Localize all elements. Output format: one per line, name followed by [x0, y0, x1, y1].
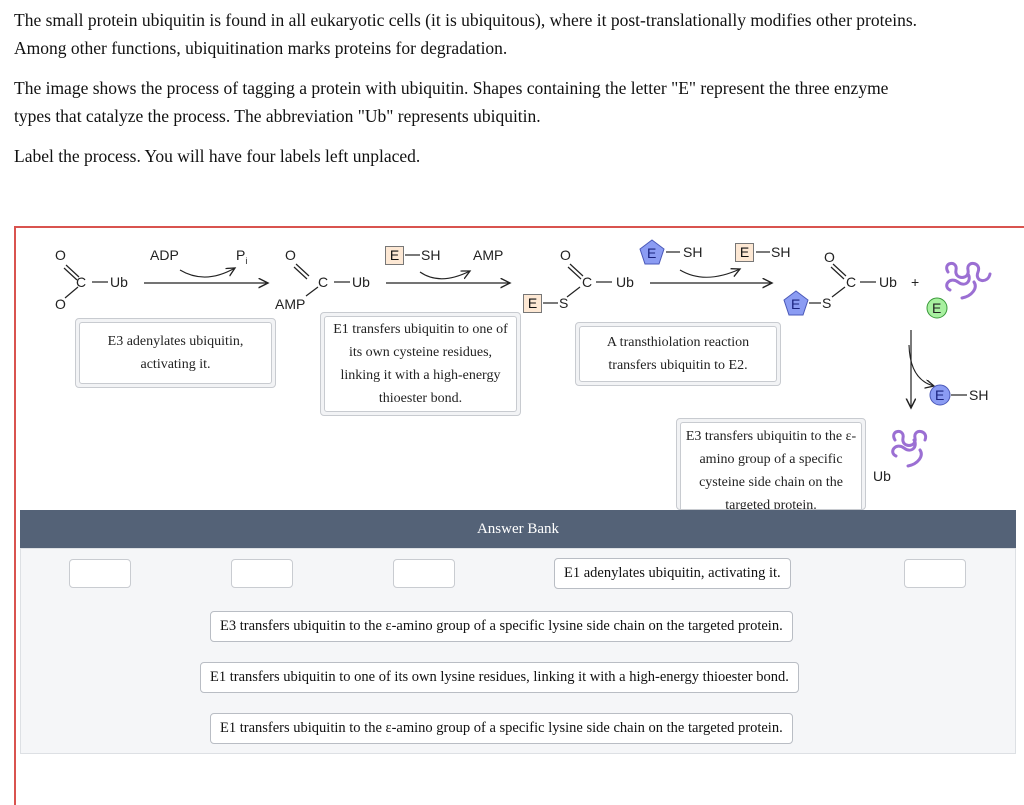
curved-arrow-icon	[179, 268, 235, 278]
drop-zone-2[interactable]: E1 transfers ubiquitin to one of its own…	[320, 312, 521, 416]
answer-bank-empty-slot	[904, 559, 966, 588]
e-circle-icon	[929, 384, 951, 406]
oxygen-label: O	[55, 296, 66, 312]
labeling-activity-frame	[14, 226, 1024, 805]
acyl-amp-bonds	[293, 263, 350, 297]
answer-bank-header: Answer Bank	[20, 510, 1016, 548]
e-circle-icon	[926, 297, 948, 319]
e-pentagon-label: E	[647, 245, 657, 261]
ub-label: Ub	[352, 274, 370, 290]
pi-label: Pi	[236, 247, 248, 266]
adp-label: ADP	[150, 247, 179, 263]
curved-arrow-icon	[679, 269, 740, 278]
ub-label: Ub	[110, 274, 128, 290]
drop-zone-1[interactable]: E3 adenylates ubiquitin, activating it.	[75, 318, 276, 388]
thioester-bonds-2	[809, 263, 876, 304]
e-circle-label: E	[935, 387, 945, 403]
sh-label: SH	[771, 244, 791, 260]
answer-bank-empty-slot	[69, 559, 131, 588]
answer-chip[interactable]: E3 transfers ubiquitin to the ε-amino gr…	[210, 611, 793, 642]
question-text-2: The image shows the process of tagging a…	[14, 78, 889, 126]
e-circle-label: E	[932, 300, 942, 316]
oxygen-label: O	[560, 247, 571, 263]
answer-bank-empty-slot	[393, 559, 455, 588]
carbon-label: C	[318, 274, 329, 290]
placed-label-2[interactable]: E1 transfers ubiquitin to one of its own…	[324, 316, 517, 412]
answer-bank-empty-slot	[231, 559, 293, 588]
carbon-label: C	[846, 274, 857, 290]
placed-label-4[interactable]: E3 transfers ubiquitin to the ε-amino gr…	[680, 422, 862, 509]
oxygen-label: O	[824, 249, 835, 265]
e-pentagon-label: E	[791, 296, 801, 312]
e-square-icon: E	[385, 246, 404, 265]
carbon-label: C	[76, 274, 87, 290]
e-square-icon: E	[735, 243, 754, 262]
oxygen-label: O	[285, 247, 296, 263]
sh-label: SH	[969, 387, 989, 403]
ub-label: Ub	[616, 274, 634, 290]
question-text-1: The small protein ubiquitin is found in …	[14, 10, 918, 58]
oxygen-label: O	[55, 247, 66, 263]
sulfur-label: S	[822, 295, 832, 311]
curved-arrow-icon	[908, 344, 934, 386]
carboxyl-bonds-1	[63, 264, 108, 299]
question-instruction: Label the process. You will have four la…	[14, 146, 421, 166]
sulfur-label: S	[559, 295, 569, 311]
drop-zone-3[interactable]: A transthiolation reaction transfers ubi…	[575, 322, 781, 386]
e-pentagon-icon	[639, 239, 665, 265]
thioester-bonds-1	[543, 263, 612, 304]
answer-chip[interactable]: E1 adenylates ubiquitin, activating it.	[554, 558, 791, 589]
plus-sign: +	[911, 274, 920, 290]
drop-zone-4[interactable]: E3 transfers ubiquitin to the ε-amino gr…	[676, 418, 866, 510]
e-square-icon: E	[523, 294, 542, 313]
ub-label: Ub	[879, 274, 897, 290]
placed-label-1[interactable]: E3 adenylates ubiquitin, activating it.	[79, 322, 272, 384]
amp-label: AMP	[275, 296, 306, 312]
e-pentagon-icon	[783, 290, 809, 316]
ub-label: Ub	[873, 468, 891, 484]
protein-coil-icon	[945, 262, 992, 300]
curved-arrow-icon	[419, 271, 470, 280]
answer-chip[interactable]: E1 transfers ubiquitin to the ε-amino gr…	[210, 713, 793, 744]
sh-label: SH	[421, 247, 441, 263]
amp-label: AMP	[473, 247, 504, 263]
answer-chip[interactable]: E1 transfers ubiquitin to one of its own…	[200, 662, 799, 693]
sh-label: SH	[683, 244, 703, 260]
carbon-label: C	[582, 274, 593, 290]
protein-coil-icon	[891, 430, 928, 468]
placed-label-3[interactable]: A transthiolation reaction transfers ubi…	[579, 326, 777, 382]
